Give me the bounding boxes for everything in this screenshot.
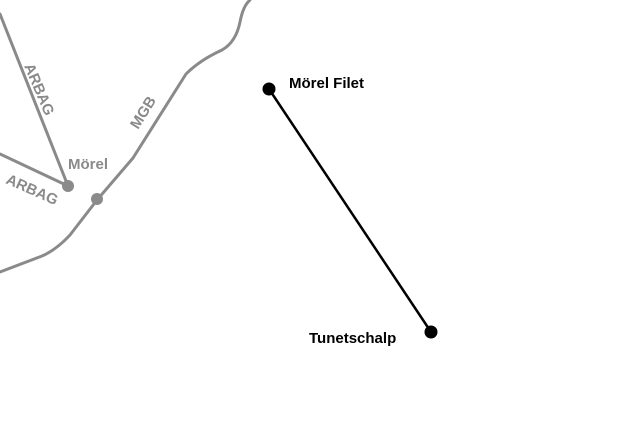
- arbag-label-north: ARBAG: [20, 61, 57, 118]
- morel-station-label: Mörel: [68, 156, 108, 173]
- morel-filet-station-dot: [262, 82, 276, 96]
- morel-filet-label: Mörel Filet: [289, 75, 364, 92]
- arbag-line-north: [0, 12, 70, 188]
- mgb-station-dot: [91, 193, 103, 205]
- mgb-line: [0, 0, 252, 274]
- tunetschalp-station-dot: [424, 325, 438, 339]
- tunetschalp-label: Tunetschalp: [309, 330, 396, 347]
- morel-station-dot: [62, 180, 74, 192]
- arbag-line-west: [0, 152, 70, 188]
- mgb-label: MGB: [127, 93, 160, 132]
- aerial-cableway-line: [267, 87, 433, 334]
